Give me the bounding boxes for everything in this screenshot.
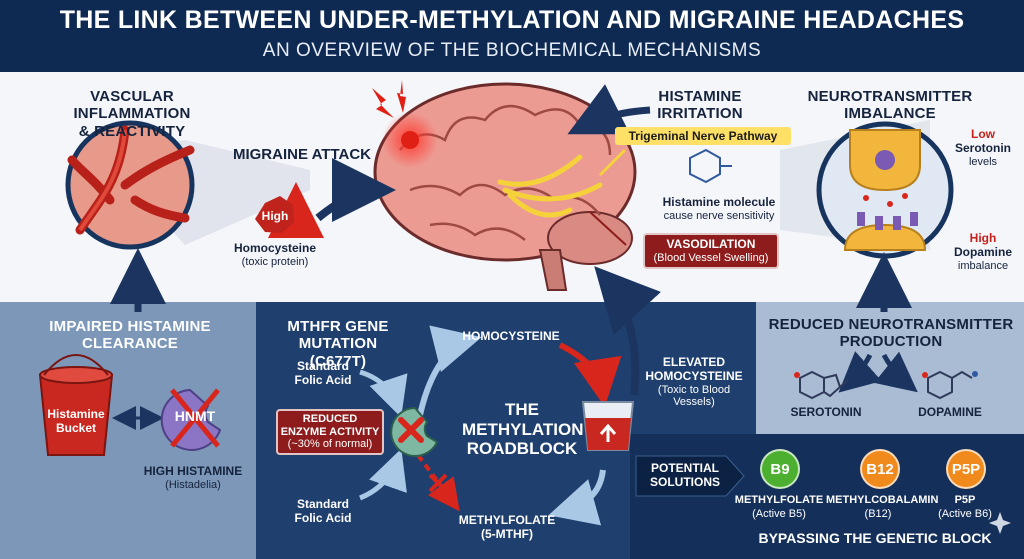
mthfr-title: MTHFR GENE MUTATION(C677T) bbox=[287, 318, 389, 370]
cycle-methylfolate: METHYLFOLATE(5-MTHF) bbox=[458, 513, 556, 541]
high-dopamine-label: High Dopamine imbalance bbox=[953, 231, 1012, 272]
homocysteine-desc: (toxic protein) bbox=[241, 256, 309, 268]
serotonin-molecule-icon bbox=[794, 370, 849, 400]
vasodilation-box: VASODILATION (Blood Vessel Swelling) bbox=[643, 233, 779, 270]
elevated-homocysteine: ELEVATED HOMOCYSTEINE (Toxic to Blood Ve… bbox=[645, 355, 743, 409]
hnmt-label: HNMT bbox=[174, 408, 216, 424]
blood-vessel-illustration bbox=[65, 120, 310, 250]
p5p-badge: P5P bbox=[946, 449, 986, 489]
synapse-illustration bbox=[780, 120, 954, 259]
histadelia-label: (Histadelia) bbox=[165, 479, 221, 491]
cycle-homocysteine: HOMOCYSTEINE bbox=[462, 329, 560, 343]
histamine-molecule-desc: cause nerve sensitivity bbox=[663, 210, 775, 222]
page-title: THE LINK BETWEEN UNDER-METHYLATION AND M… bbox=[59, 6, 965, 34]
b12-badge: B12 bbox=[860, 449, 900, 489]
lightning-icon bbox=[372, 80, 406, 118]
high-histamine-label: HIGH HISTAMINE bbox=[143, 464, 243, 478]
reduced-enzyme-box: REDUCED ENZYME ACTIVITY (~30% of normal) bbox=[276, 409, 384, 455]
solution-p5p-sub: (Active B6) bbox=[938, 508, 992, 520]
homocysteine-label: Homocysteine bbox=[233, 241, 317, 255]
dopamine-label: DOPAMINE bbox=[918, 405, 982, 419]
sparkle-icon bbox=[989, 512, 1011, 534]
b9-badge: B9 bbox=[760, 449, 800, 489]
solution-b9-name: METHYLFOLATE bbox=[734, 494, 824, 506]
cross-icon bbox=[390, 406, 439, 457]
header-banner bbox=[0, 0, 1024, 72]
arrow-to-brain bbox=[315, 158, 396, 223]
solution-b12-sub: (B12) bbox=[864, 508, 892, 520]
solution-b9-sub: (Active B5) bbox=[752, 508, 806, 520]
high-badge-shape bbox=[255, 196, 294, 233]
low-serotonin-label: Low Serotonin levels bbox=[955, 127, 1011, 168]
histamine-molecule-label: Histamine molecule bbox=[662, 195, 776, 209]
pathway-label: Trigeminal Nerve Pathway bbox=[615, 127, 791, 145]
cup-icon bbox=[581, 401, 635, 451]
brain-illustration bbox=[373, 82, 637, 291]
bucket-icon bbox=[38, 354, 114, 456]
solutions-footer: BYPASSING THE GENETIC BLOCK bbox=[758, 530, 992, 546]
histamine-arrow bbox=[567, 84, 651, 135]
vascular-title: VASCULAR INFLAMMATION& REACTIVITY bbox=[73, 88, 191, 140]
solution-b12-name: METHYLCOBALAMIN bbox=[826, 494, 939, 506]
arrow-cup-to-brain bbox=[594, 266, 661, 396]
methylation-cycle bbox=[359, 325, 622, 526]
serotonin-label: SEROTONIN bbox=[790, 405, 862, 419]
solution-p5p-name: P5P bbox=[954, 494, 976, 506]
solutions-chevron bbox=[635, 455, 745, 497]
enzyme-icon bbox=[160, 388, 222, 451]
page-subtitle: AN OVERVIEW OF THE BIOCHEMICAL MECHANISM… bbox=[262, 40, 762, 61]
migraine-label: MIGRAINE ATTACK bbox=[232, 146, 372, 163]
high-badge: High bbox=[261, 209, 289, 223]
dopamine-molecule-icon bbox=[922, 370, 978, 400]
histamine-molecule-icon bbox=[689, 148, 732, 184]
